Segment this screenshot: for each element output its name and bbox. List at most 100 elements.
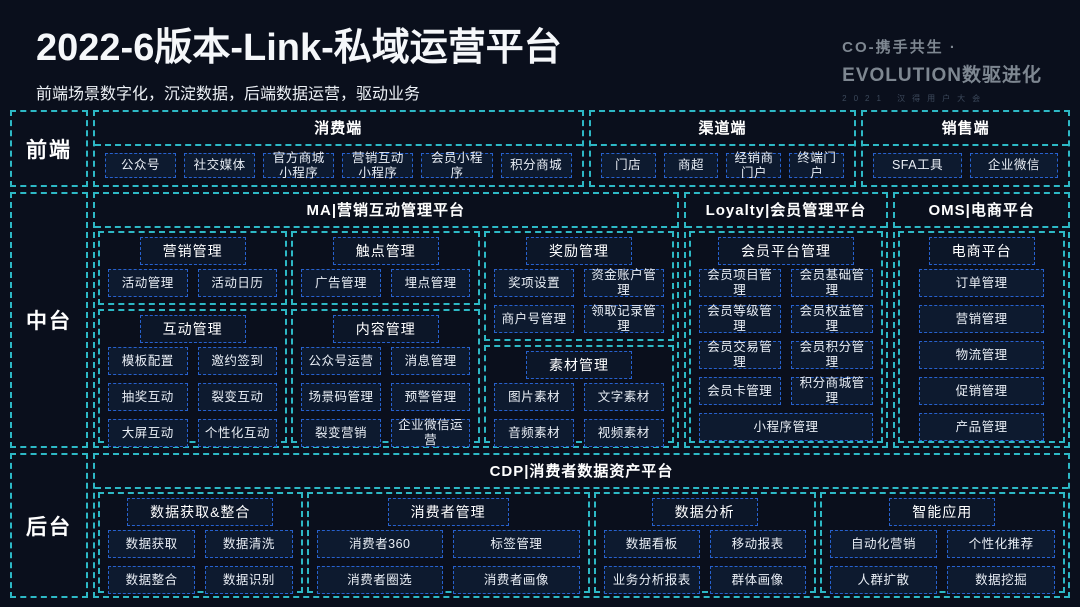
- group-data-acquisition: 数据获取&整合数据获取数据清洗数据整合数据识别: [98, 492, 303, 594]
- item-box: 模板配置: [108, 347, 188, 375]
- item-box: 业务分析报表: [603, 566, 700, 594]
- group-title-data-analysis: 数据分析: [651, 498, 758, 526]
- item-box: 公众号: [105, 153, 177, 178]
- group-title-marketing-mgmt: 营销管理: [139, 237, 246, 265]
- group-ecommerce-platform: 电商平台订单管理营销管理物流管理促销管理产品管理: [898, 231, 1065, 443]
- section-col-ma-3: 奖励管理奖项设置资金账户管理商户号管理领取记录管理素材管理图片素材文字素材音频素…: [484, 231, 674, 447]
- item-box: 标签管理: [453, 530, 580, 558]
- section-body-ma: 营销管理活动管理活动日历互动管理模板配置邀约签到抽奖互动裂变互动大屏互动个性化互…: [98, 231, 674, 447]
- item-box: 消费者360: [316, 530, 444, 558]
- group-member-platform-mgmt: 会员平台管理会员项目管理会员基础管理会员等级管理会员权益管理会员交易管理会员积分…: [688, 231, 884, 443]
- group-grid-marketing-mgmt: 活动管理活动日历: [108, 269, 278, 297]
- item-box: 会员等级管理: [698, 304, 781, 333]
- item-box: 广告管理: [301, 269, 381, 297]
- item-box: 数据看板: [603, 530, 700, 558]
- group-title-interaction-mgmt: 互动管理: [139, 315, 246, 343]
- item-box: 数据整合: [108, 566, 196, 594]
- group-grid-data-acquisition: 数据获取数据清洗数据整合数据识别: [108, 530, 293, 594]
- section-body-consumer: 公众号社交媒体官方商城小程序营销互动小程序会员小程序积分商城: [98, 149, 579, 182]
- group-title-material-mgmt: 素材管理: [525, 351, 632, 379]
- item-box: 大屏互动: [108, 419, 188, 447]
- section-title-sales: 销售端: [863, 112, 1068, 146]
- group-grid-material-mgmt: 图片素材文字素材音频素材视频素材: [494, 383, 664, 447]
- band-front: 前端消费端公众号社交媒体官方商城小程序营销互动小程序会员小程序积分商城渠道端门店…: [10, 110, 1070, 187]
- item-box: 会员交易管理: [698, 340, 781, 369]
- item-box: 小程序管理: [698, 413, 874, 441]
- item-box: 官方商城小程序: [263, 151, 335, 180]
- section-body-cdp: 数据获取&整合数据获取数据清洗数据整合数据识别 消费者管理消费者360 标签管理消费…: [98, 492, 1065, 594]
- item-box: 会员小程序: [421, 151, 493, 180]
- section-cdp: CDP|消费者数据资产平台数据获取&整合数据获取数据清洗数据整合数据识别消费者管…: [93, 453, 1070, 598]
- section-col-cdp-3: 数据分析数据看板移动报表业务分析报表群体画像: [593, 492, 816, 594]
- group-reward-mgmt: 奖励管理奖项设置资金账户管理商户号管理领取记录管理: [484, 231, 674, 341]
- band-label-front: 前端: [10, 110, 88, 187]
- item-box: 物流管理: [919, 341, 1044, 369]
- item-box: 企业微信运营: [390, 418, 471, 447]
- group-title-consumer-mgmt: 消费者管理: [387, 498, 509, 526]
- group-grid-content-mgmt: 公众号运营消息管理场景码管理预警管理裂变营销企业微信运营: [301, 347, 471, 447]
- item-box: 裂变互动: [197, 383, 278, 411]
- item-box: 个性化互动: [197, 419, 278, 447]
- section-body-sales: SFA工具企业微信: [866, 149, 1065, 182]
- item-box: 门店: [600, 153, 656, 178]
- group-grid-member-platform-mgmt: 会员项目管理会员基础管理会员等级管理会员权益管理会员交易管理会员积分管理会员卡管…: [698, 268, 874, 441]
- item-box: 会员基础管理: [790, 268, 874, 297]
- item-box: 埋点管理: [390, 269, 471, 297]
- item-box: 图片素材: [494, 383, 574, 411]
- item-box: 音频素材: [494, 419, 574, 447]
- group-grid-data-analysis: 数据看板移动报表业务分析报表群体画像: [603, 530, 806, 594]
- section-body-loyalty: 会员平台管理会员项目管理会员基础管理会员等级管理会员权益管理会员交易管理会员积分…: [688, 231, 884, 443]
- item-box: 活动日历: [197, 269, 278, 297]
- item-box: 预警管理: [390, 383, 471, 411]
- section-col-cdp-1: 数据获取&整合数据获取数据清洗数据整合数据识别: [98, 492, 303, 594]
- item-box: 群体画像: [709, 566, 806, 594]
- section-ma: MA|营销互动管理平台营销管理活动管理活动日历互动管理模板配置邀约签到抽奖互动裂…: [93, 192, 679, 448]
- item-box: 消费者圈选: [316, 566, 444, 594]
- page-title: 2022-6版本-Link-私域运营平台: [36, 27, 562, 69]
- architecture-board: 前端消费端公众号社交媒体官方商城小程序营销互动小程序会员小程序积分商城渠道端门店…: [10, 110, 1070, 598]
- band-content-middle: MA|营销互动管理平台营销管理活动管理活动日历互动管理模板配置邀约签到抽奖互动裂…: [93, 192, 1070, 448]
- item-box: 个性化推荐: [947, 530, 1055, 558]
- section-title-loyalty: Loyalty|会员管理平台: [685, 194, 887, 228]
- section-consumer: 消费端公众号社交媒体官方商城小程序营销互动小程序会员小程序积分商城: [93, 110, 584, 187]
- group-grid-touchpoint-mgmt: 广告管理埋点管理: [301, 269, 471, 297]
- group-marketing-mgmt: 营销管理活动管理活动日历: [98, 231, 288, 305]
- group-title-ecommerce-platform: 电商平台: [928, 237, 1035, 265]
- item-box: 企业微信: [969, 153, 1059, 178]
- item-box: 积分商城: [500, 153, 572, 178]
- group-grid-interaction-mgmt: 模板配置邀约签到抽奖互动裂变互动大屏互动个性化互动: [108, 347, 278, 447]
- item-box: 订单管理: [919, 269, 1044, 297]
- group-grid-reward-mgmt: 奖项设置资金账户管理商户号管理领取记录管理: [494, 268, 664, 333]
- band-content-front: 消费端公众号社交媒体官方商城小程序营销互动小程序会员小程序积分商城渠道端门店商超…: [93, 110, 1070, 187]
- section-channel: 渠道端门店商超经销商门户终端门户: [588, 110, 857, 187]
- item-box: 产品管理: [919, 413, 1044, 441]
- item-box: 会员权益管理: [790, 304, 874, 333]
- section-body-oms: 电商平台订单管理营销管理物流管理促销管理产品管理: [898, 231, 1065, 443]
- slide-header: 2022-6版本-Link-私域运营平台 前端场景数字化，沉淀数据，后端数据运营…: [36, 16, 562, 104]
- band-label-back: 后台: [10, 453, 88, 598]
- group-grid-intelligent-apps: 自动化营销个性化推荐人群扩散数据挖掘: [829, 530, 1055, 594]
- item-box: 社交媒体: [184, 153, 256, 178]
- page-subtitle: 前端场景数字化，沉淀数据，后端数据运营，驱动业务: [36, 86, 421, 103]
- group-intelligent-apps: 智能应用自动化营销个性化推荐人群扩散数据挖掘: [819, 492, 1065, 594]
- item-box: 视频素材: [583, 419, 664, 447]
- item-box: 邀约签到: [197, 347, 278, 375]
- group-data-analysis: 数据分析数据看板移动报表业务分析报表群体画像: [593, 492, 816, 594]
- item-box: 营销互动小程序: [342, 151, 414, 180]
- item-box: 营销管理: [919, 305, 1044, 333]
- item-box: SFA工具: [873, 153, 962, 178]
- section-title-channel: 渠道端: [590, 112, 855, 146]
- group-title-touchpoint-mgmt: 触点管理: [332, 237, 439, 265]
- section-col-ma-1: 营销管理活动管理活动日历互动管理模板配置邀约签到抽奖互动裂变互动大屏互动个性化互…: [98, 231, 288, 447]
- item-box: 消息管理: [390, 347, 471, 375]
- item-box: 裂变营销: [301, 419, 381, 447]
- section-oms: OMS|电商平台电商平台订单管理营销管理物流管理促销管理产品管理: [893, 192, 1070, 448]
- group-material-mgmt: 素材管理图片素材文字素材音频素材视频素材: [484, 345, 674, 447]
- group-title-member-platform-mgmt: 会员平台管理: [717, 237, 854, 265]
- item-box: 场景码管理: [301, 383, 381, 411]
- item-box: 数据挖掘: [947, 566, 1055, 594]
- item-box: 会员积分管理: [790, 340, 874, 369]
